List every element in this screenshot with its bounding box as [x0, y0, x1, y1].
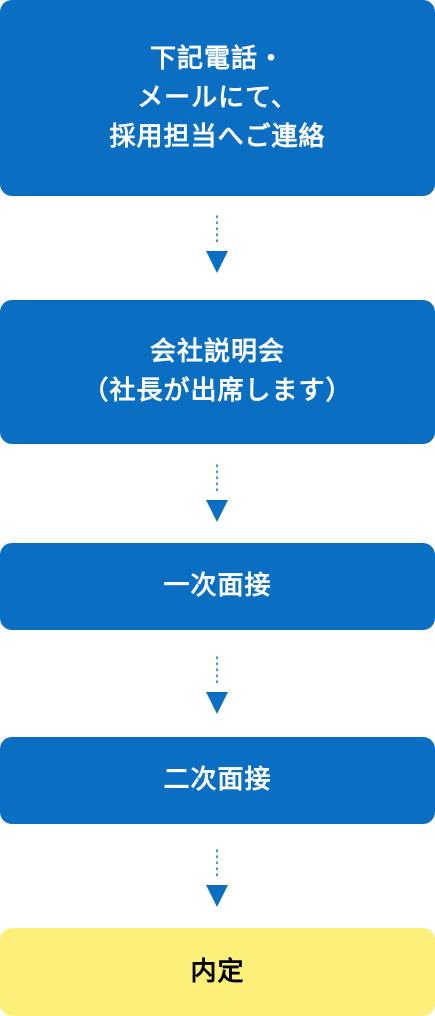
flow-arrow-2 [206, 464, 228, 522]
flow-step-offer: 内定 [0, 928, 435, 1016]
flow-step-first-interview: 一次面接 [0, 543, 435, 630]
step-5-line-1: 内定 [190, 956, 245, 987]
step-2-line-2: （社長が出席します） [82, 376, 353, 406]
flow-arrow-4 [206, 849, 228, 907]
step-1-line-3: 採用担当へご連絡 [109, 121, 326, 152]
step-1-line-1: 下記電話・ [149, 43, 285, 74]
flow-step-second-interview: 二次面接 [0, 737, 435, 824]
flow-arrow-1 [206, 215, 228, 273]
arrow-head-icon [206, 692, 228, 714]
arrow-head-icon [206, 500, 228, 522]
flow-step-briefing: 会社説明会 （社長が出席します） [0, 300, 435, 444]
arrow-head-icon [206, 251, 228, 273]
flow-step-contact: 下記電話・ メールにて、 採用担当へご連絡 [0, 0, 435, 196]
step-3-line-1: 一次面接 [163, 571, 272, 601]
step-1-line-2: メールにて、 [137, 82, 298, 113]
arrow-head-icon [206, 885, 228, 907]
step-2-line-1: 会社説明会 [149, 337, 285, 367]
flow-arrow-3 [206, 656, 228, 714]
step-4-line-1: 二次面接 [163, 765, 272, 795]
